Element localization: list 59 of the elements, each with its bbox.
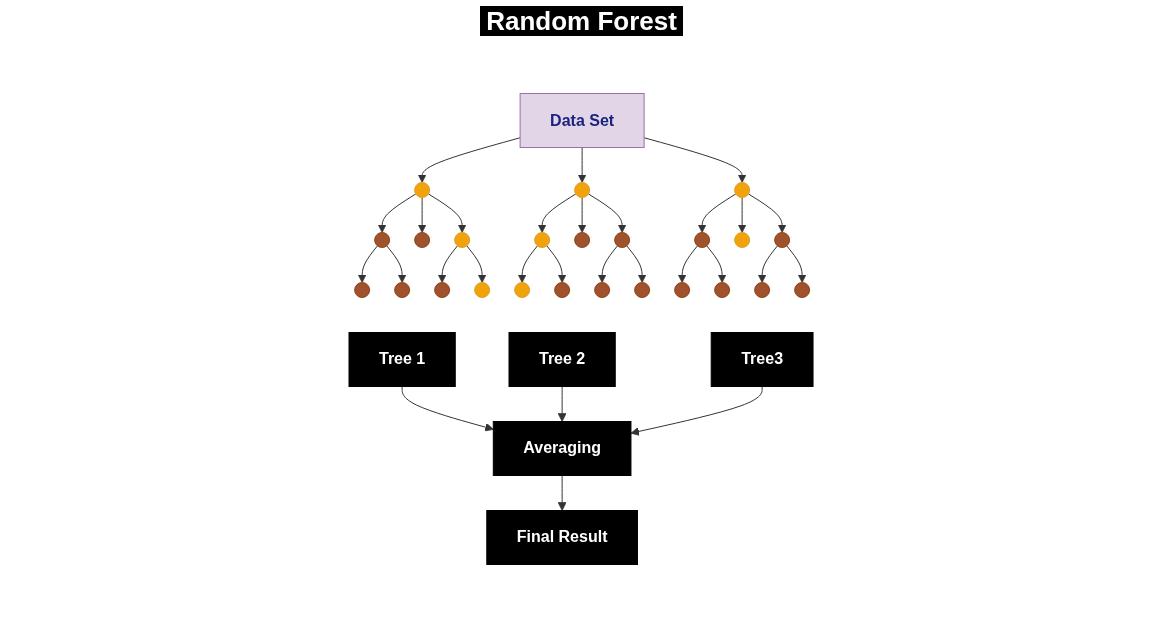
- node-circle: [414, 232, 431, 248]
- node-box: Averaging: [493, 421, 632, 476]
- node-circle: [754, 282, 771, 298]
- node-box: Tree 1: [349, 332, 457, 387]
- arrow: [402, 386, 495, 432]
- arrow: [558, 386, 567, 422]
- node-circle: [714, 282, 731, 298]
- diagram-title: Random Forest: [480, 6, 683, 36]
- node-box: Data Set: [520, 93, 646, 148]
- arrow: [438, 245, 459, 283]
- node-circle: [434, 282, 451, 298]
- arrow: [578, 197, 587, 233]
- arrow: [588, 193, 627, 233]
- arrow: [466, 245, 487, 283]
- arrow: [626, 245, 647, 283]
- node-circle: [634, 282, 651, 298]
- node-box: Tree 2: [509, 332, 617, 387]
- arrow: [538, 193, 577, 233]
- arrow: [418, 137, 522, 183]
- node-circle: [594, 282, 611, 298]
- node-circle: [794, 282, 811, 298]
- node-circle: [614, 232, 631, 248]
- arrow: [428, 193, 467, 233]
- node-circle: [674, 282, 691, 298]
- node-box: Tree3: [711, 332, 814, 387]
- node-circle: [574, 182, 591, 198]
- arrow: [698, 193, 737, 233]
- arrow: [631, 386, 764, 436]
- node-circle: [414, 182, 431, 198]
- arrow: [578, 147, 587, 183]
- arrow: [748, 193, 787, 233]
- arrow: [386, 245, 407, 283]
- arrow: [706, 245, 727, 283]
- arrow: [644, 137, 747, 183]
- node-circle: [474, 282, 491, 298]
- arrow: [378, 193, 417, 233]
- node-box: Final Result: [486, 510, 639, 565]
- arrow: [678, 245, 699, 283]
- arrow: [598, 245, 619, 283]
- node-circle: [734, 182, 751, 198]
- node-circle: [374, 232, 391, 248]
- arrow: [418, 197, 427, 233]
- arrow: [558, 475, 567, 511]
- arrow: [758, 245, 779, 283]
- node-circle: [394, 282, 411, 298]
- arrow: [786, 245, 807, 283]
- arrow: [518, 245, 539, 283]
- node-circle: [454, 232, 471, 248]
- node-circle: [514, 282, 531, 298]
- arrow: [546, 245, 567, 283]
- arrow: [358, 245, 379, 283]
- node-circle: [774, 232, 791, 248]
- node-circle: [354, 282, 371, 298]
- node-circle: [734, 232, 751, 248]
- node-circle: [694, 232, 711, 248]
- arrow: [738, 197, 747, 233]
- node-circle: [574, 232, 591, 248]
- node-circle: [554, 282, 571, 298]
- node-circle: [534, 232, 551, 248]
